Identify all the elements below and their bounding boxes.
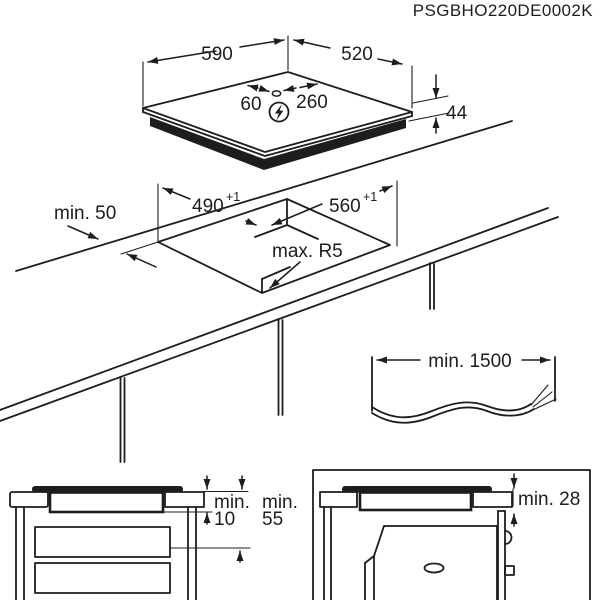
hob-body-section (48, 491, 165, 514)
model-number: PSGBHO220DE0002K (413, 1, 594, 20)
gland-offset-right-label: 260 (296, 92, 328, 113)
hob-glass-edge (142, 111, 413, 157)
drawer-cabinet-section: min. 10 min. 55 (9, 475, 298, 600)
hob-width-label: 590 (201, 44, 233, 65)
gland-offset-left-label: 60 (240, 94, 261, 115)
inset-frame (312, 469, 591, 600)
worktop-cutout-view: min. 50 490 +1 560 +1 max. R5 (0, 120, 559, 463)
hob-depth-label: 520 (341, 44, 373, 65)
oven-handle (423, 562, 445, 574)
drawer-front-1 (34, 526, 171, 558)
cutout-width-label: 560 (329, 196, 361, 217)
drawer-clearance-value: 55 (262, 509, 283, 530)
worktop-right-piece (164, 491, 205, 508)
worktop-legs (119, 262, 435, 463)
power-connection-icon (268, 101, 290, 123)
hob-height-label: 44 (446, 103, 468, 124)
worktop-right-piece (472, 491, 513, 508)
cutout-opening (157, 198, 391, 294)
oven-cabinet-section: min. 28 (312, 469, 591, 600)
hob-isometric-view: 590 520 60 260 44 (142, 35, 468, 170)
hob-body (150, 117, 406, 170)
cutout-depth-label: 490 (192, 196, 224, 217)
hob-glass-section (32, 486, 183, 493)
hob-glass-section (342, 486, 492, 493)
drawer-front-2 (34, 562, 171, 594)
cable-gland-dot (271, 90, 282, 97)
drawer-clearance-label: min. (262, 492, 298, 513)
hob-bottom-clearance-value: 10 (214, 509, 235, 530)
cutout-width-tolerance: +1 (363, 190, 377, 204)
hob-body-section (358, 491, 473, 512)
oven-clearance-label: min. 28 (518, 489, 580, 510)
mains-cable-view: min. 1500 (371, 351, 557, 424)
cable-icon (371, 384, 557, 424)
cutout-depth-tolerance: +1 (226, 190, 240, 204)
worktop-front-edge (0, 207, 549, 411)
oven-knob (504, 565, 515, 576)
corner-radius-label: max. R5 (272, 241, 343, 262)
hob-bottom-clearance-label: min. (214, 492, 250, 513)
worktop-rear-edge (15, 120, 513, 272)
rear-clearance-label: min. 50 (54, 203, 116, 224)
cable-length-label: min. 1500 (428, 351, 511, 372)
oven-hinge-bump (504, 530, 513, 545)
worktop-left-piece (9, 491, 49, 508)
oven-outline (364, 525, 498, 600)
worktop-left-piece (319, 491, 358, 508)
